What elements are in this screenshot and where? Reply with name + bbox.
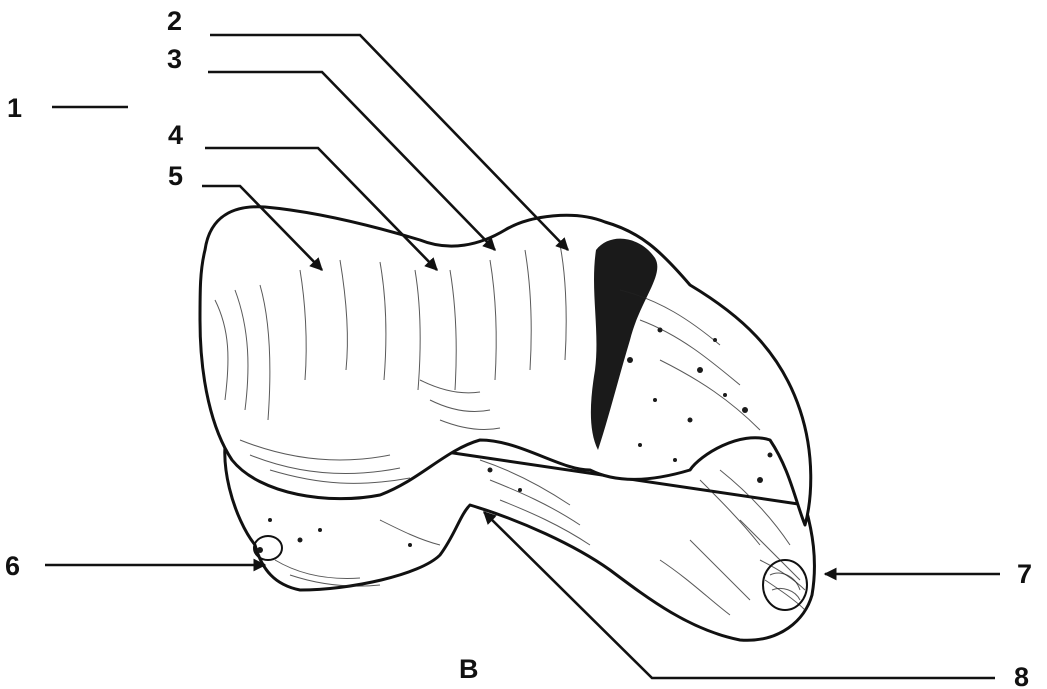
label-1: 1 [7, 93, 22, 123]
label-2: 2 [167, 6, 182, 36]
panel-letter: B [459, 654, 479, 684]
label-7: 7 [1017, 559, 1032, 589]
label-4: 4 [168, 120, 183, 150]
label-5: 5 [168, 161, 183, 191]
label-3: 3 [167, 44, 182, 74]
bone-drawing [200, 207, 814, 641]
label-6: 6 [5, 551, 20, 581]
label-8: 8 [1014, 662, 1029, 689]
